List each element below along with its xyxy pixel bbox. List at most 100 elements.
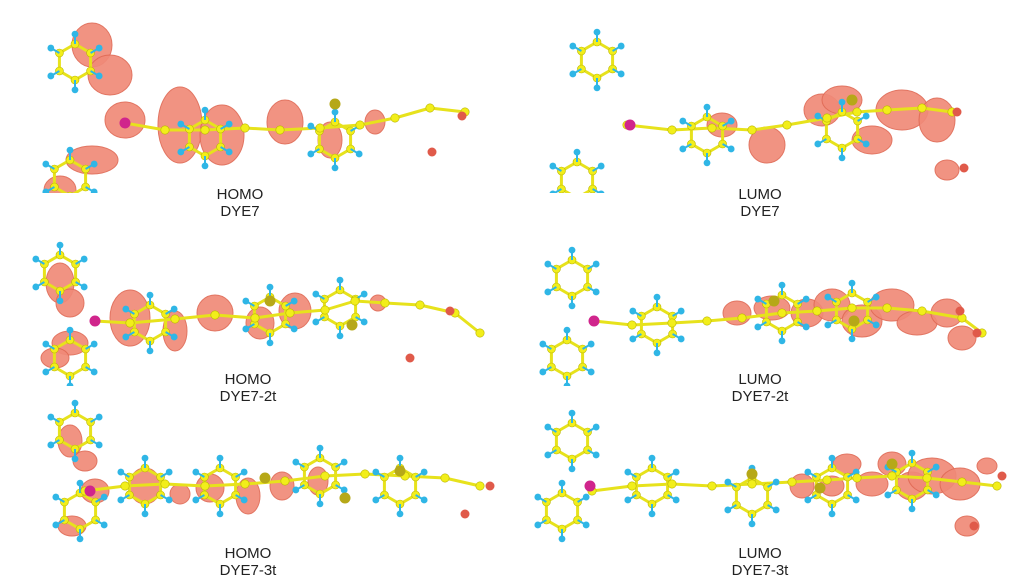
sulfur-atom (768, 295, 780, 307)
oxygen-atom (485, 481, 495, 491)
hydrogen-atom (146, 291, 154, 299)
carbon-atom (160, 125, 170, 135)
bond (670, 319, 709, 325)
hydrogen-atom (597, 190, 605, 193)
carbon-atom (583, 282, 592, 292)
hydrogen-atom (754, 323, 762, 331)
bond (780, 309, 819, 315)
hydrogen-atom (66, 382, 74, 386)
hydrogen-atom (544, 288, 552, 296)
orbital-lobe (266, 99, 304, 145)
hydrogen-atom (192, 468, 200, 476)
carbon-atom (350, 296, 360, 306)
hydrogen-atom (122, 305, 130, 313)
bond (710, 126, 754, 132)
hydrogen-atom (266, 283, 274, 291)
hydrogen-atom (677, 307, 685, 315)
carbon-atom (440, 473, 450, 483)
bond (243, 126, 282, 132)
carbon-atom (275, 125, 285, 135)
hydrogen-atom (558, 479, 566, 487)
carbon-atom (747, 479, 757, 489)
oxygen-atom (405, 353, 415, 363)
hydrogen-atom (52, 493, 60, 501)
carbon-atom (632, 472, 641, 482)
carbon-atom (578, 344, 587, 354)
carbon-atom (425, 103, 435, 113)
bond (925, 476, 964, 484)
carbon-atom (578, 362, 587, 372)
bond (353, 299, 387, 305)
aromatic-ring (579, 40, 615, 80)
hydrogen-atom (56, 297, 64, 305)
hydrogen-atom (814, 112, 822, 120)
hydrogen-atom (544, 423, 552, 431)
hydrogen-atom (544, 451, 552, 459)
bond (885, 106, 924, 112)
hydrogen-atom (568, 465, 576, 473)
hydrogen-atom (617, 70, 625, 78)
panel-lumo-dye7-2t (512, 193, 1024, 386)
hydrogen-atom (122, 333, 130, 341)
sulfur-atom (394, 465, 406, 477)
hydrogen-atom (307, 150, 315, 158)
bond (920, 106, 954, 114)
hydrogen-atom (778, 337, 786, 345)
hydrogen-atom (225, 148, 233, 156)
orbital-lobe (87, 54, 133, 96)
carbon-atom (250, 301, 259, 311)
carbon-atom (882, 303, 892, 313)
bond (552, 188, 562, 193)
caption-orbital: LUMO (738, 371, 782, 388)
hydrogen-atom (569, 42, 577, 50)
carbon-atom (210, 310, 220, 320)
hydrogen-atom (331, 108, 339, 116)
carbon-atom (588, 166, 597, 176)
hydrogen-atom (71, 455, 79, 463)
sulfur-atom (264, 295, 276, 307)
hydrogen-atom (216, 510, 224, 518)
hydrogen-atom (47, 413, 55, 421)
hydrogen-atom (724, 506, 732, 514)
carbon-atom (475, 328, 485, 338)
hydrogen-atom (884, 491, 892, 499)
bond (403, 474, 447, 480)
hydrogen-atom (192, 496, 200, 504)
bond (590, 484, 634, 493)
hydrogen-atom (95, 72, 103, 80)
carbon-atom (667, 125, 677, 135)
hydrogen-atom (100, 521, 108, 529)
carbon-atom (120, 481, 130, 491)
hydrogen-atom (848, 279, 856, 287)
carbon-atom (687, 139, 696, 149)
hydrogen-atom (592, 288, 600, 296)
carbon-atom (852, 473, 862, 483)
bond (885, 306, 924, 313)
aromatic-ring (544, 491, 580, 531)
hydrogen-atom (141, 510, 149, 518)
bond (630, 321, 674, 327)
hydrogen-atom (593, 28, 601, 36)
carbon-atom (777, 308, 787, 318)
hydrogen-atom (360, 290, 368, 298)
carbon-atom (992, 481, 1002, 491)
carbon-atom (632, 490, 641, 500)
orbital-lobe (55, 288, 85, 318)
carbon-atom (668, 329, 677, 339)
hydrogen-atom (592, 423, 600, 431)
hydrogen-atom (587, 368, 595, 376)
hydrogen-atom (648, 454, 656, 462)
hydrogen-atom (872, 293, 880, 301)
carbon-atom (663, 490, 672, 500)
carbon-atom (573, 497, 582, 507)
hydrogen-atom (165, 496, 173, 504)
hydrogen-atom (290, 325, 298, 333)
carbon-atom (475, 481, 485, 491)
sulfur-atom (886, 458, 898, 470)
aromatic-ring (549, 338, 585, 378)
orbital-lobe (947, 325, 977, 351)
oxygen-atom (969, 521, 979, 531)
hydrogen-atom (66, 146, 74, 154)
hydrogen-atom (679, 117, 687, 125)
hydrogen-atom (420, 468, 428, 476)
